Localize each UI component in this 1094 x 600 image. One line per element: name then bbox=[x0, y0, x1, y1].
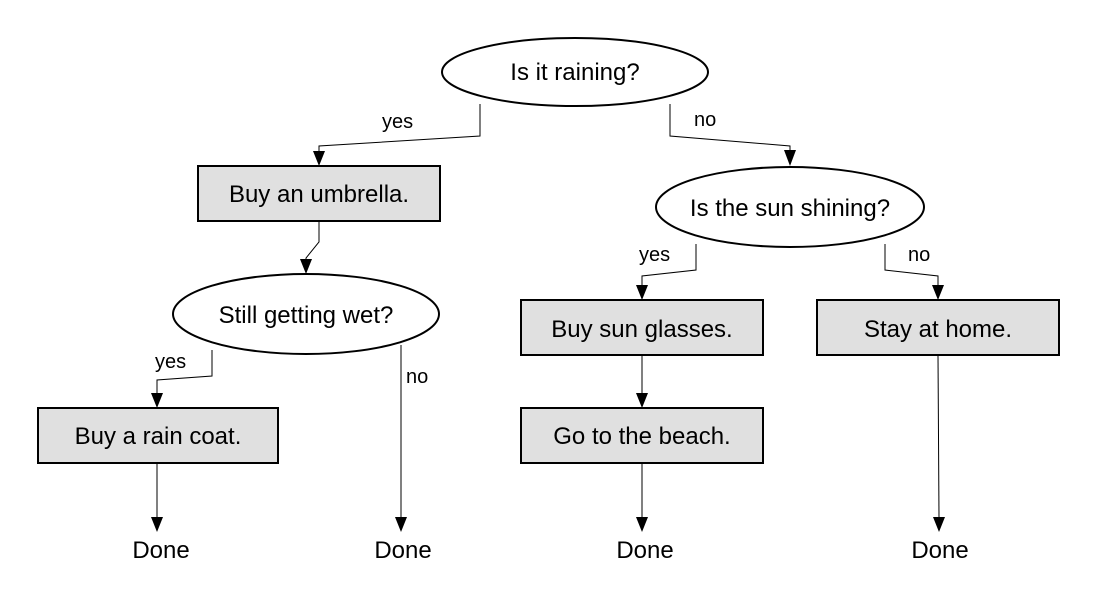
edge-labels: yes no yes no yes no bbox=[155, 109, 930, 388]
edge-umbrella-wet bbox=[305, 222, 320, 262]
arrowhead-raincoat-done bbox=[151, 517, 163, 532]
action-node-beach-label: Go to the beach. bbox=[553, 423, 730, 450]
arrowhead-umbrella-wet bbox=[300, 259, 312, 274]
decision-node-wet-label: Still getting wet? bbox=[219, 302, 394, 329]
arrowhead-wet-yes bbox=[151, 393, 163, 408]
edge-label-wet-yes: yes bbox=[155, 351, 186, 373]
arrowhead-raining-no bbox=[784, 150, 796, 166]
decision-node-wet-shape bbox=[172, 273, 440, 355]
action-node-umbrella-shape bbox=[197, 165, 441, 222]
action-node-umbrella: Buy an umbrella. bbox=[197, 165, 441, 222]
action-node-raincoat-shape bbox=[37, 407, 279, 464]
decision-node-sun: Is the sun shining? bbox=[655, 166, 925, 248]
arrowhead-home-done bbox=[933, 517, 945, 532]
terminal-wet-no-done: Done bbox=[374, 537, 431, 564]
terminal-raincoat-done: Done bbox=[132, 537, 189, 564]
edge-label-raining-no: no bbox=[694, 109, 716, 131]
edge-home-done bbox=[937, 354, 940, 519]
action-node-home-label: Stay at home. bbox=[864, 316, 1012, 343]
edge-label-raining-yes: yes bbox=[382, 111, 413, 133]
action-node-umbrella-label: Buy an umbrella. bbox=[229, 181, 409, 208]
action-node-beach: Go to the beach. bbox=[520, 407, 764, 464]
action-node-sunglasses-shape bbox=[520, 299, 764, 356]
action-node-beach-shape bbox=[520, 407, 764, 464]
terminal-home-done: Done bbox=[911, 537, 968, 564]
edge-raining-no bbox=[669, 104, 791, 152]
edge-wet-yes bbox=[156, 350, 213, 394]
terminal-beach-done: Done bbox=[616, 537, 673, 564]
edge-sun-no bbox=[884, 244, 939, 286]
decision-node-sun-shape bbox=[655, 166, 925, 248]
action-node-home: Stay at home. bbox=[816, 299, 1060, 356]
action-node-sunglasses: Buy sun glasses. bbox=[520, 299, 764, 356]
edge-label-sun-no: no bbox=[908, 244, 930, 266]
arrowhead-sun-yes bbox=[636, 285, 648, 300]
decision-node-raining: Is it raining? bbox=[441, 37, 709, 107]
decision-node-wet: Still getting wet? bbox=[172, 273, 440, 355]
edge-label-wet-no: no bbox=[406, 366, 428, 388]
action-node-raincoat-label: Buy a rain coat. bbox=[75, 423, 242, 450]
edge-label-sun-yes: yes bbox=[639, 244, 670, 266]
edge-sun-yes bbox=[641, 244, 697, 286]
action-node-raincoat: Buy a rain coat. bbox=[37, 407, 279, 464]
arrowhead-beach-done bbox=[636, 517, 648, 532]
edges bbox=[151, 104, 945, 532]
decision-node-raining-label: Is it raining? bbox=[510, 59, 639, 86]
decision-node-sun-label: Is the sun shining? bbox=[690, 195, 890, 222]
decision-node-raining-shape bbox=[441, 37, 709, 107]
arrowhead-wet-no bbox=[395, 517, 407, 532]
arrowhead-sun-no bbox=[932, 285, 944, 300]
action-node-home-shape bbox=[816, 299, 1060, 356]
arrowhead-raining-yes bbox=[313, 151, 325, 166]
arrowhead-sunglasses-beach bbox=[636, 393, 648, 408]
terminal-labels: Done Done Done Done bbox=[132, 537, 968, 564]
action-node-sunglasses-label: Buy sun glasses. bbox=[551, 316, 732, 343]
edge-raining-yes bbox=[318, 104, 481, 154]
